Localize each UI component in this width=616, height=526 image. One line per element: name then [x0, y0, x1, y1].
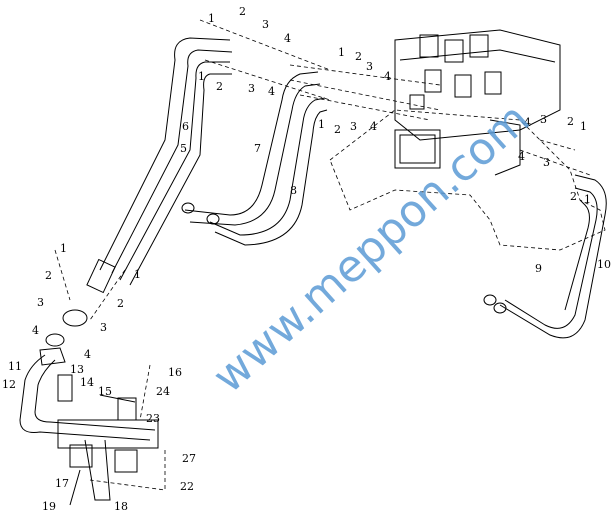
callout: 8	[290, 184, 297, 197]
callout: 2	[117, 297, 124, 310]
callout: 4	[84, 348, 91, 361]
callout: 1	[208, 12, 215, 25]
callout: 12	[2, 378, 16, 391]
callout: 13	[70, 363, 84, 376]
callout: 4	[268, 85, 275, 98]
callout: 2	[216, 80, 223, 93]
callout: 1	[580, 120, 587, 133]
watermark: www.meppon.com	[203, 93, 539, 403]
callout: 2	[334, 123, 341, 136]
callout: 23	[146, 412, 160, 425]
callout: 10	[597, 258, 611, 271]
hose-7-8	[181, 71, 328, 246]
callout: 1	[318, 118, 325, 131]
hose-5-6	[86, 37, 233, 294]
callout: 3	[37, 296, 44, 309]
callout: 7	[254, 142, 261, 155]
callout: 4	[524, 116, 531, 129]
callout: 3	[350, 120, 357, 133]
callout: 9	[535, 262, 542, 275]
callout: 1	[134, 268, 141, 281]
callout: 1	[338, 46, 345, 59]
callout: 16	[168, 366, 182, 379]
callout: 2	[45, 269, 52, 282]
callout: 17	[55, 477, 69, 490]
hose-9-10	[483, 174, 607, 339]
callout: 4	[32, 324, 39, 337]
callout: 14	[80, 376, 94, 389]
callout: 3	[540, 113, 547, 126]
callout: 4	[518, 150, 525, 163]
callout: 4	[384, 70, 391, 83]
callout: 1	[198, 70, 205, 83]
callout: 2	[567, 115, 574, 128]
leader-lines	[54, 19, 591, 506]
callout: 11	[8, 360, 22, 373]
callout: 2	[570, 190, 577, 203]
callout: 4	[370, 120, 377, 133]
callout: 24	[156, 385, 170, 398]
callout: 1	[60, 242, 67, 255]
callout: 3	[248, 82, 255, 95]
callout: 3	[100, 321, 107, 334]
callout: 5	[180, 142, 187, 155]
callout: 6	[182, 120, 189, 133]
callout: 22	[180, 480, 194, 493]
callout: 19	[42, 500, 56, 513]
callout: 1	[584, 193, 591, 206]
lower-manifold-assembly	[19, 309, 159, 501]
callout: 3	[543, 156, 550, 169]
callout: 15	[98, 385, 112, 398]
callout: 18	[114, 500, 128, 513]
callout: 2	[355, 50, 362, 63]
callout-labels: 1 2 3 4 1 2 3 4 1 2 3 4 1 2 3 4 3 2 1 4 …	[2, 5, 611, 513]
callout: 3	[262, 18, 269, 31]
callout: 4	[284, 32, 291, 45]
callout: 3	[366, 60, 373, 73]
control-valve-assembly	[394, 29, 561, 141]
callout: 27	[182, 452, 196, 465]
mounting-frame	[329, 109, 606, 251]
callout: 2	[239, 5, 246, 18]
